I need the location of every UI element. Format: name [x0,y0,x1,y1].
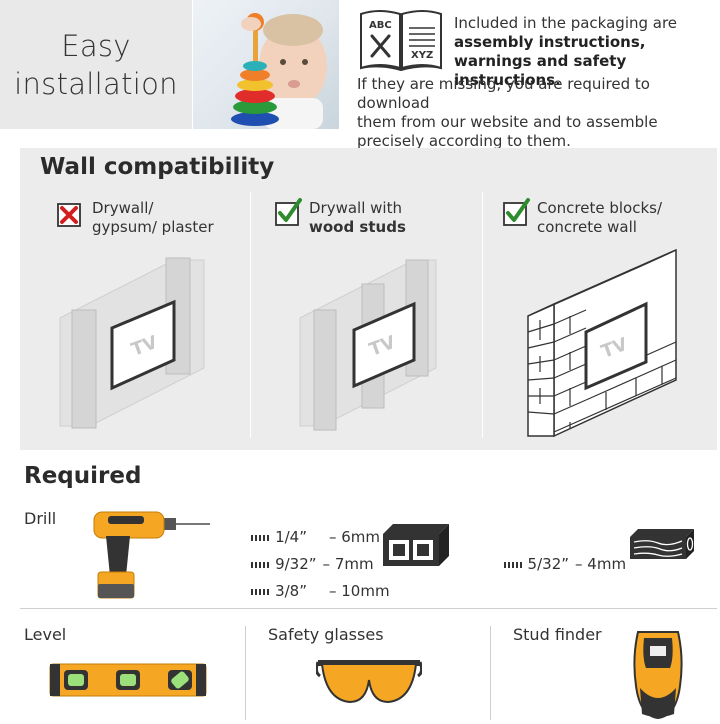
bit-icon [251,588,272,595]
wall-option-studs: Drywall with wood studs [309,199,406,237]
wall-divider-2 [482,192,483,438]
pack-line-6: precisely according to them. [357,132,571,150]
wood-studs-tv-illustration: TV [296,248,446,442]
bit-1-inch: 1/4” [275,528,307,546]
tools-separator [20,608,717,609]
easy-line-2: installation [14,66,178,101]
tools-divider-1 [245,626,246,720]
bit-1-mm: – 6mm [329,528,381,546]
wood-bit-row: 5/32” – 4mm [494,537,626,573]
check-mark-icon-studs [274,197,304,231]
bit-icon [251,561,272,568]
required-title: Required [24,463,142,489]
bit-2-mm: – 7mm [322,555,374,573]
drill-icon [88,506,212,606]
pack-line-2: assembly instructions, [454,33,646,51]
wall-option-concrete: Concrete blocks/ concrete wall [537,199,662,237]
bit-row-2: 9/32” – 7mm [232,537,392,591]
concrete-line-1: Concrete blocks/ [537,199,663,217]
easy-installation-title: Easy installation [14,27,178,103]
drywall-line-2: gypsum/ plaster [92,218,214,236]
drywall-line-1: Drywall/ [92,199,154,217]
bit-3-inch: 3/8” [275,582,307,600]
check-mark-icon-concrete [502,197,532,231]
wood-bit-inch: 5/32” [527,555,570,573]
stud-finder-label: Stud finder [513,625,602,644]
stud-finder-icon [630,628,686,724]
drill-label: Drill [24,509,57,528]
wood-plank-icon [628,527,696,565]
pack-line-1: Included in the packaging are [454,14,678,32]
drywall-tv-illustration: TV [54,248,224,437]
pack-line-5: them from our website and to assemble [357,113,658,131]
concrete-line-2: concrete wall [537,218,637,236]
packaging-info-text: Included in the packaging are assembly i… [454,14,716,90]
level-label: Level [24,625,67,644]
baby-stacking-rings-photo [193,0,339,129]
packaging-missing-text: If they are missing, you are required to… [357,75,717,151]
studs-line-2: wood studs [309,218,406,236]
wall-compatibility-title: Wall compatibility [40,154,275,180]
wall-option-drywall: Drywall/ gypsum/ plaster [92,199,214,237]
easy-installation-box: Easy installation [0,0,192,129]
instruction-book-icon: ABC XYZ [357,6,445,72]
bit-icon [503,561,524,568]
bit-icon [251,534,272,541]
pack-line-4: If they are missing, you are required to… [357,75,650,112]
book-xyz-text: XYZ [411,50,433,61]
book-abc-text: ABC [369,20,392,31]
tools-divider-2 [490,626,491,720]
bit-2-inch: 9/32” [275,555,317,573]
safety-glasses-label: Safety glasses [268,625,384,644]
cross-mark-icon [56,200,84,232]
bit-row-3: 3/8” – 10mm [232,564,392,618]
concrete-block-icon [381,522,451,572]
easy-line-1: Easy [61,28,131,63]
safety-glasses-icon [314,654,424,714]
bit-3-mm: – 10mm [329,582,390,600]
spirit-level-icon [48,660,208,704]
wood-bit-mm: – 4mm [575,555,627,573]
studs-line-1: Drywall with [309,199,402,217]
pack-line-3: warnings and safety instructions. [454,52,627,89]
bit-row-1: 1/4” – 6mm [232,510,392,564]
wall-divider-1 [250,192,251,438]
concrete-wall-tv-illustration: TV [526,246,682,444]
